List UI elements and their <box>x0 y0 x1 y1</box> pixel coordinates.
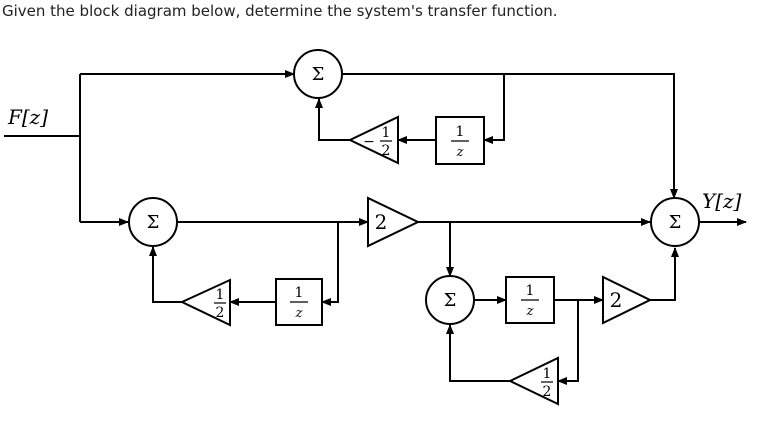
delay-top: 1 z <box>435 116 485 165</box>
gain-denominator: 2 <box>543 384 552 400</box>
wires <box>4 70 747 385</box>
delay-bottom: 1 z <box>505 276 555 324</box>
gain-value: 2 <box>375 210 388 234</box>
delay-denominator: z <box>295 306 303 321</box>
input-label: F[z] <box>7 105 48 129</box>
gain-right: 2 <box>602 275 653 325</box>
gain-bottom-feedback: 1 2 <box>507 356 559 406</box>
question-text: Given the block diagram below, determine… <box>2 2 558 20</box>
gain-top-feedback: − 1 2 <box>347 115 399 165</box>
gain-value: 2 <box>610 288 623 312</box>
gain-numerator: 1 <box>543 366 552 382</box>
sum-symbol: Σ <box>669 212 682 233</box>
gain-numerator: 1 <box>216 287 225 303</box>
gain-denominator: 2 <box>216 305 225 321</box>
delay-numerator: 1 <box>295 285 304 301</box>
wire-left-branch-to-delay <box>321 222 339 306</box>
wire-bottom-branch-to-gain <box>557 300 579 385</box>
gain-center: 2 <box>367 196 421 248</box>
sum-bottom: Σ <box>425 275 475 325</box>
sum-symbol: Σ <box>312 64 325 85</box>
wire-bottom-gain-to-sum <box>446 324 510 382</box>
gain-denominator: 2 <box>382 143 391 159</box>
wire-left-gain-to-sum <box>149 246 182 303</box>
gain-left-feedback: 1 2 <box>179 278 231 327</box>
wire-top-gain-to-sum <box>315 98 350 141</box>
sum-top: Σ <box>293 49 343 99</box>
output-label: Y[z] <box>702 189 742 213</box>
sum-symbol: Σ <box>147 212 160 233</box>
delay-numerator: 1 <box>526 283 535 299</box>
gain-numerator: 1 <box>382 125 391 141</box>
sum-output: Σ <box>650 197 700 247</box>
wire-top-branch-to-delay <box>483 74 505 144</box>
sum-left: Σ <box>128 197 178 247</box>
delay-denominator: z <box>526 304 534 319</box>
delay-denominator: z <box>456 145 464 160</box>
delay-numerator: 1 <box>456 124 465 140</box>
wire-top-sum-to-output-sum <box>342 73 678 199</box>
gain-sign: − <box>363 134 375 150</box>
sum-symbol: Σ <box>444 290 457 311</box>
wire-right-gain-to-output-sum <box>650 247 679 301</box>
delay-left: 1 z <box>275 278 323 326</box>
